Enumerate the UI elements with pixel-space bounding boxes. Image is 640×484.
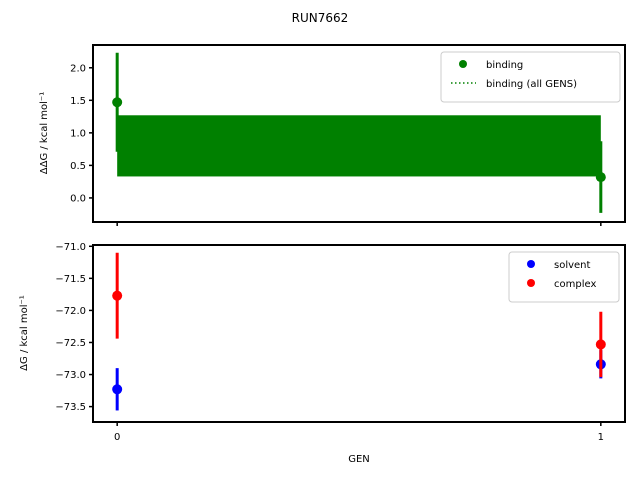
data-point bbox=[112, 384, 123, 395]
y-tick-label: −72.0 bbox=[55, 306, 86, 317]
y-tick-label: −73.5 bbox=[55, 402, 86, 413]
top-plot-area bbox=[112, 52, 606, 213]
data-point bbox=[112, 97, 123, 108]
data-point bbox=[112, 290, 123, 301]
bottom-y-axis-label: ΔG / kcal mol⁻¹ bbox=[19, 295, 30, 371]
legend-label: binding (all GENS) bbox=[486, 79, 577, 90]
figure-title: RUN7662 bbox=[292, 11, 349, 25]
y-tick-label: −73.0 bbox=[55, 370, 86, 381]
y-tick-label: −71.5 bbox=[55, 274, 86, 285]
bottom-legend: solvent complex bbox=[508, 251, 620, 303]
y-tick-label: −71.0 bbox=[55, 242, 86, 253]
legend-box bbox=[440, 51, 621, 103]
y-tick-label: −72.5 bbox=[55, 338, 86, 349]
data-point bbox=[595, 339, 606, 350]
bottom-plot-area bbox=[112, 252, 606, 411]
top-y-ticks: 0.0 0.5 1.0 1.5 2.0 bbox=[70, 63, 93, 204]
legend-marker-icon bbox=[459, 60, 467, 68]
x-tick-label: 1 bbox=[598, 432, 604, 443]
top-legend: binding binding (all GENS) bbox=[440, 51, 621, 103]
bottom-axes-frame bbox=[92, 244, 626, 423]
y-tick-label: 1.0 bbox=[70, 128, 86, 139]
legend-box bbox=[508, 251, 620, 303]
legend-marker-icon bbox=[527, 260, 535, 268]
top-panel: 0.0 0.5 1.0 1.5 2.0 ΔΔG / kcal mol⁻¹ binding… bbox=[39, 44, 626, 226]
y-tick-label: 2.0 bbox=[70, 63, 86, 74]
all-gens-band bbox=[117, 115, 601, 177]
top-y-axis-label: ΔΔG / kcal mol⁻¹ bbox=[39, 92, 50, 174]
legend-label: binding bbox=[486, 60, 523, 71]
bottom-x-axis-label: GEN bbox=[348, 454, 370, 465]
y-tick-label: 0.5 bbox=[70, 161, 86, 172]
bottom-y-ticks: −73.5 −73.0 −72.5 −72.0 −71.5 −71.0 bbox=[55, 242, 93, 413]
y-tick-label: 0.0 bbox=[70, 193, 86, 204]
top-x-ticks bbox=[116, 222, 602, 226]
x-tick-label: 0 bbox=[114, 432, 120, 443]
legend-marker-icon bbox=[527, 279, 535, 287]
y-tick-label: 1.5 bbox=[70, 96, 86, 107]
legend-label: solvent bbox=[554, 260, 591, 271]
legend-label: complex bbox=[554, 279, 596, 290]
data-point bbox=[595, 172, 606, 183]
